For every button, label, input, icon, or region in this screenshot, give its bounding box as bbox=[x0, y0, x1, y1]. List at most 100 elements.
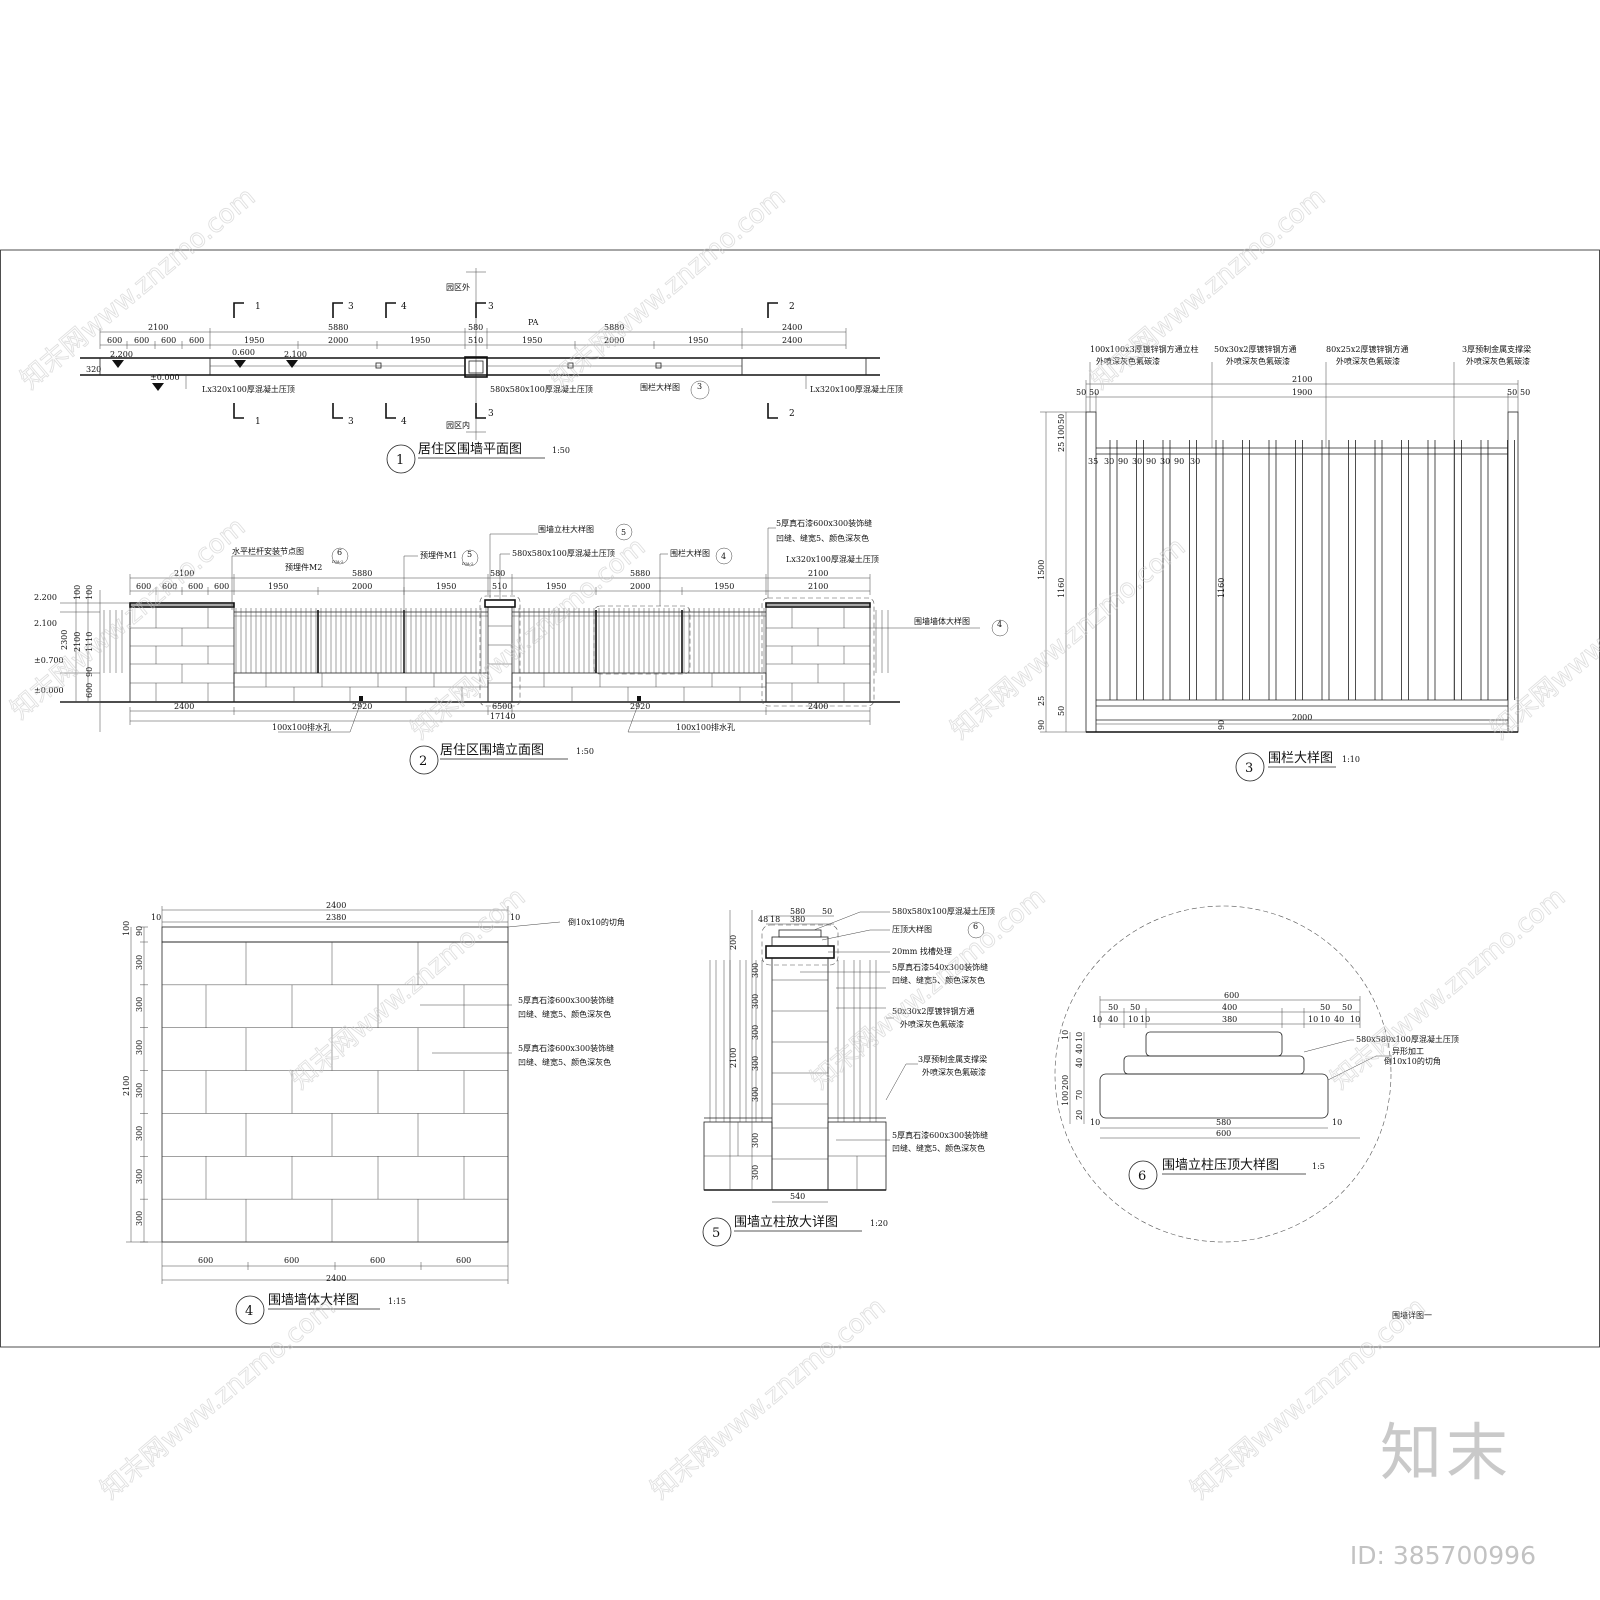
watermark-11: 知末网www.znzmo.com bbox=[95, 1292, 341, 1505]
cap-vdim-100: 100 bbox=[1061, 1091, 1070, 1106]
plan-railing-ref: 3 bbox=[697, 382, 702, 391]
elev-note-embed-m2: 预埋件M2 bbox=[285, 562, 322, 572]
rail-vdim-25b: 25 bbox=[1037, 696, 1046, 706]
cap-view: 600 50 50 400 50 50 10 40 10 10 380 10 1… bbox=[1054, 905, 1459, 1243]
cap-dim-r2-3: 10 bbox=[1128, 1015, 1138, 1024]
cap-dim-r2-9: 10 bbox=[1350, 1015, 1360, 1024]
plan-pa-label: PA bbox=[528, 318, 539, 327]
cap-dim-r2-5: 380 bbox=[1222, 1015, 1237, 1024]
rail-title: 围栏大样图 bbox=[1268, 751, 1333, 766]
elev-dim-sub-11: 1950 bbox=[714, 582, 734, 591]
cap-vdim-40a: 40 bbox=[1075, 1044, 1084, 1054]
pillar-vdim-2100: 2100 bbox=[729, 1048, 738, 1068]
pillar-note-cap: 580x580x100厚混凝土压顶 bbox=[892, 906, 995, 916]
brand-logo: 知末 bbox=[1379, 1416, 1512, 1489]
elev-note-cap-wall: Lx320x100厚混凝土压顶 bbox=[786, 554, 879, 564]
rail-vdim-25: 25 bbox=[1057, 442, 1066, 452]
plan-dim-top-3: 580 bbox=[468, 323, 483, 332]
wall-vdim-4: 300 bbox=[135, 1083, 144, 1098]
watermark-6: 知末网www.znzmo.com bbox=[945, 532, 1191, 745]
cap-vdim-10a: 10 bbox=[1075, 1032, 1084, 1042]
cap-vdim-200: 200 bbox=[1061, 1075, 1070, 1090]
plan-cut-2b: 2 bbox=[789, 409, 795, 419]
pillar-dim-50: 50 bbox=[822, 907, 832, 916]
plan-cut-4b: 4 bbox=[401, 417, 407, 427]
elev-dim-bot-4: 2920 bbox=[630, 702, 650, 711]
wall-dim-inner: 2380 bbox=[326, 913, 346, 922]
elev-note-cap-pillar: 580x580x100厚混凝土压顶 bbox=[512, 548, 615, 558]
wall-dim-bot-3: 600 bbox=[370, 1256, 385, 1265]
pillar-note-20mm: 20mm 找槽处理 bbox=[892, 946, 952, 956]
elev-dim-sub-7: 1950 bbox=[436, 582, 456, 591]
plan-level-a: 2.200 bbox=[110, 350, 133, 359]
elev-vdim-3: 2300 bbox=[60, 630, 69, 650]
elev-ref-5b: 5 bbox=[621, 528, 626, 537]
wall-title: 围墙墙体大样图 bbox=[268, 1293, 359, 1308]
rail-vdim-1160: 1160 bbox=[1057, 578, 1066, 598]
rail-sp-5: 90 bbox=[1146, 457, 1156, 466]
cap-dim-r2-2: 40 bbox=[1108, 1015, 1118, 1024]
wall-dim-bot-4: 600 bbox=[456, 1256, 471, 1265]
elev-ref-5: 5 bbox=[467, 550, 472, 559]
cap-dim-10a: 10 bbox=[1090, 1118, 1100, 1127]
rail-dim-50c: 50 bbox=[1507, 388, 1517, 397]
pillar-vdim-5: 300 bbox=[751, 1087, 760, 1102]
elev-dim-bot-2: 2920 bbox=[352, 702, 372, 711]
wall-vdim-90: 90 bbox=[135, 926, 144, 936]
cap-dim-600b: 600 bbox=[1216, 1129, 1231, 1138]
rail-dim-50d: 50 bbox=[1520, 388, 1530, 397]
plan-level-c: 0.600 bbox=[232, 348, 255, 357]
elevation-view: 2100 5880 580 5880 2100 600 600 600 600 … bbox=[34, 518, 1009, 775]
rail-note-rail-2: 外喷深灰色氟碳漆 bbox=[1336, 356, 1400, 366]
rail-note-post: 100x100x3厚镀锌钢方通立柱 bbox=[1090, 344, 1199, 354]
plan-inside-label: 园区内 bbox=[446, 420, 470, 430]
pillar-vdim-7: 300 bbox=[751, 1165, 760, 1180]
pillar-note-paint-b2: 凹缝、缝宽5、颜色深灰色 bbox=[892, 1143, 985, 1153]
elev-ref-4b: 4 bbox=[997, 620, 1002, 629]
rail-sp-6: 30 bbox=[1160, 457, 1170, 466]
rail-note-support: 3厚预制金属支撑梁 bbox=[1462, 344, 1531, 354]
plan-scale: 1:50 bbox=[552, 446, 570, 455]
pillar-note-paint-a1: 5厚真石漆540x300装饰缝 bbox=[892, 962, 988, 972]
wall-vdim-6: 300 bbox=[135, 1169, 144, 1184]
pillar-vdim-2: 300 bbox=[751, 994, 760, 1009]
wall-vdim-5: 300 bbox=[135, 1126, 144, 1141]
plan-title: 居住区围墙平面图 bbox=[418, 442, 522, 457]
rail-vdim-1160b: 1160 bbox=[1217, 578, 1226, 598]
plan-dim-top-1: 2100 bbox=[148, 323, 168, 332]
elev-vdim-2: 100 bbox=[85, 585, 94, 600]
rail-vdim-90: 90 bbox=[1037, 720, 1046, 730]
cap-note-cap: 580x580x100厚混凝土压顶 bbox=[1356, 1034, 1459, 1044]
cap-dim-r2-6: 10 bbox=[1308, 1015, 1318, 1024]
rail-sp-3: 90 bbox=[1118, 457, 1128, 466]
cap-title-num: 6 bbox=[1138, 1169, 1146, 1184]
pillar-note-paint-b1: 5厚真石漆600x300装饰缝 bbox=[892, 1130, 988, 1140]
cap-note-shape: 异形加工 bbox=[1392, 1046, 1424, 1056]
pillar-note-bar-2: 外喷深灰色氟碳漆 bbox=[900, 1019, 964, 1029]
sheet-frame bbox=[0, 249, 1600, 1348]
rail-sp-8: 30 bbox=[1190, 457, 1200, 466]
elev-dim-sub-10: 2000 bbox=[630, 582, 650, 591]
plan-dim-320: 320 bbox=[86, 365, 101, 374]
elev-dim-sub-3: 600 bbox=[188, 582, 203, 591]
pillar-title: 围墙立柱放大详图 bbox=[734, 1215, 838, 1230]
elev-level-2: 2.100 bbox=[34, 619, 57, 628]
wall-dim-h: 2100 bbox=[122, 1076, 131, 1096]
elev-vdim-4: 2100 bbox=[73, 632, 82, 652]
plan-dim-sub-7: 1950 bbox=[410, 336, 430, 345]
elev-dim-sub-2: 600 bbox=[162, 582, 177, 591]
elev-dim-sub-6: 2000 bbox=[352, 582, 372, 591]
plan-note-railing: 围栏大样图 bbox=[640, 382, 680, 392]
cap-dim-r2-7: 10 bbox=[1320, 1015, 1330, 1024]
rail-note-support-2: 外喷深灰色氟碳漆 bbox=[1466, 356, 1530, 366]
rail-scale: 1:10 bbox=[1342, 755, 1360, 764]
wall-vdim-7: 300 bbox=[135, 1211, 144, 1226]
rail-sp-4: 30 bbox=[1132, 457, 1142, 466]
plan-outside-label: 园区外 bbox=[446, 282, 470, 292]
elev-drain-right: 100x100排水孔 bbox=[676, 722, 735, 732]
elev-dim-top-4: 5880 bbox=[630, 569, 650, 578]
elev-note-paint-1: 5厚真石漆600x300装饰缝 bbox=[776, 518, 872, 528]
wall-title-num: 4 bbox=[245, 1304, 253, 1319]
elev-dim-bot-1: 2400 bbox=[174, 702, 194, 711]
elev-ref-6-sheet: DJA-2 bbox=[332, 559, 344, 564]
